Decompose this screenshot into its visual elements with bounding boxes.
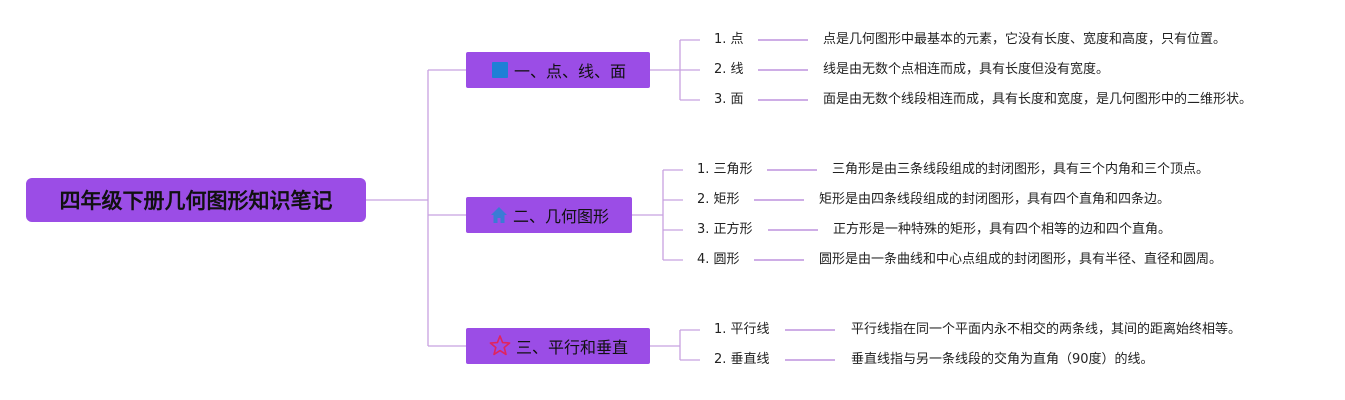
item-description: 矩形是由四条线段组成的封闭图形，具有四个直角和四条边。 <box>819 192 1171 207</box>
item-label[interactable]: 4. 圆形 <box>697 252 740 267</box>
item-description: 线是由无数个点相连而成，具有长度但没有宽度。 <box>823 62 1110 77</box>
item-description: 正方形是一种特殊的矩形，具有四个相等的边和四个直角。 <box>833 222 1172 237</box>
item-description: 三角形是由三条线段组成的封闭图形，具有三个内角和三个顶点。 <box>832 162 1210 177</box>
item-label[interactable]: 3. 正方形 <box>697 222 753 237</box>
topic-1-branches <box>650 39 700 101</box>
root-title: 四年级下册几何图形知识笔记 <box>59 189 333 213</box>
topic-title: 一、点、线、面 <box>513 62 626 81</box>
topic-node-geometric-shapes[interactable]: 二、几何图形 <box>466 197 632 233</box>
topic-node-points-lines-surfaces[interactable]: 一、点、线、面 <box>466 52 650 88</box>
item-description: 圆形是由一条曲线和中心点组成的封闭图形，具有半径、直径和圆周。 <box>819 252 1223 267</box>
item-label[interactable]: 2. 矩形 <box>697 192 740 207</box>
root-node[interactable]: 四年级下册几何图形知识笔记 <box>26 178 366 222</box>
topic-title: 三、平行和垂直 <box>515 338 628 357</box>
item-description: 点是几何图形中最基本的元素，它没有长度、宽度和高度，只有位置。 <box>823 32 1227 47</box>
house-icon <box>489 205 509 225</box>
item-label[interactable]: 1. 点 <box>714 32 744 47</box>
topic-title: 二、几何图形 <box>512 207 609 226</box>
item-label[interactable]: 1. 平行线 <box>714 322 770 337</box>
item-label[interactable]: 2. 垂直线 <box>714 352 770 367</box>
item-description: 面是由无数个线段相连而成，具有长度和宽度，是几何图形中的二维形状。 <box>823 92 1253 107</box>
topic-2-branches <box>632 169 683 261</box>
topic-3-branches <box>650 329 700 361</box>
topic-node-parallel-perpendicular[interactable]: 三、平行和垂直 <box>466 328 650 364</box>
item-description: 垂直线指与另一条线段的交角为直角（90度）的线。 <box>851 352 1154 367</box>
item-description: 平行线指在同一个平面内永不相交的两条线，其间的距离始终相等。 <box>851 322 1242 337</box>
star-outline-icon <box>488 334 512 358</box>
item-label[interactable]: 3. 面 <box>714 92 744 107</box>
item-label[interactable]: 1. 三角形 <box>697 162 753 177</box>
blue-square-icon <box>490 60 510 80</box>
item-label[interactable]: 2. 线 <box>714 62 744 77</box>
